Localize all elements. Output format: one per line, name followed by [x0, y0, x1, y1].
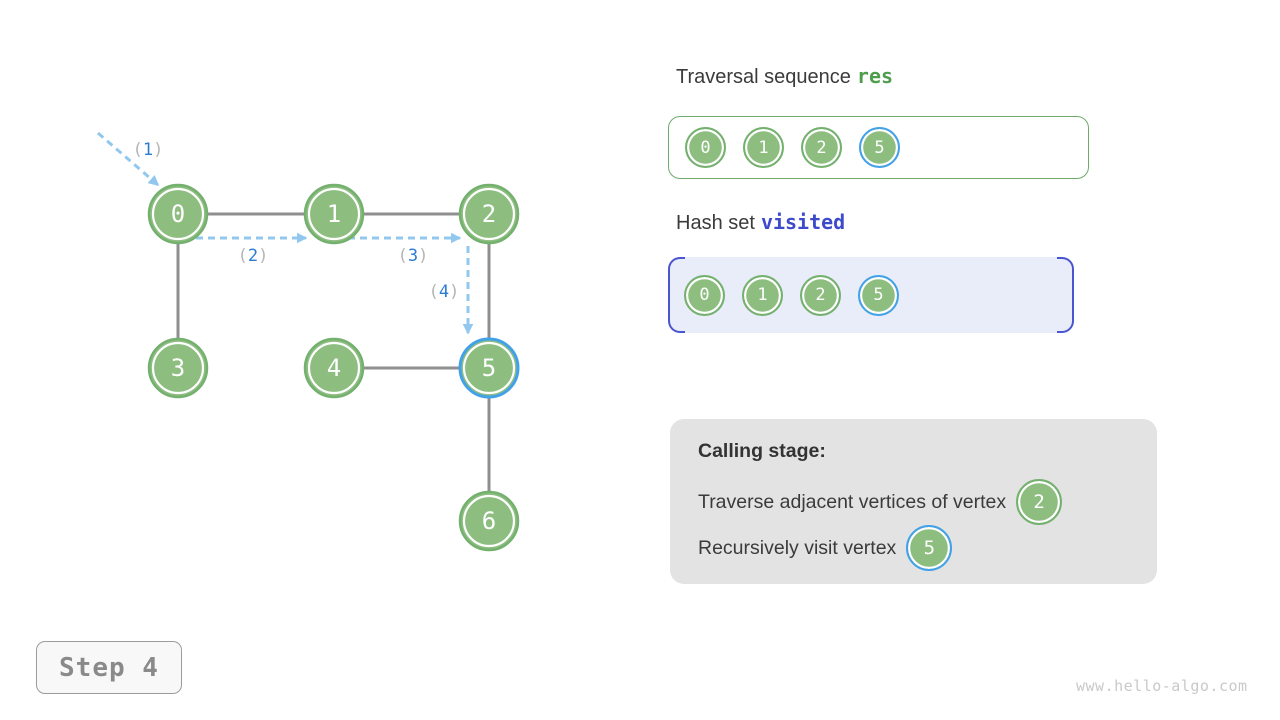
res-code-label: res [856, 64, 894, 88]
watermark: www.hello-algo.com [1076, 677, 1248, 695]
calling-stage-box: Calling stage: Traverse adjacent vertice… [670, 419, 1157, 584]
calling-stage-line-1-node: 2 [1016, 479, 1063, 525]
node-chip-5: 5 [906, 525, 953, 571]
set-bracket-left [668, 257, 685, 333]
node-chip-2: 2 [801, 127, 842, 168]
node-chip-2: 2 [1016, 479, 1063, 525]
graph-vertex-1: 1 [303, 183, 365, 245]
calling-stage-title: Calling stage: [698, 440, 826, 462]
node-chip-1: 1 [743, 127, 784, 168]
svg-text:0: 0 [171, 200, 185, 228]
node-chip-2: 2 [800, 274, 841, 316]
graph-vertex-5: 5 [458, 337, 520, 399]
svg-text:5: 5 [482, 354, 496, 382]
calling-stage-line-1-text: Traverse adjacent vertices of vertex [698, 490, 1007, 513]
set-bracket-right [1057, 257, 1074, 333]
graph-vertex-6: 6 [458, 490, 520, 552]
traversal-order-label-2: (2) [238, 246, 269, 266]
calling-stage-line-2-node: 5 [906, 525, 953, 571]
node-chip-0: 0 [685, 127, 726, 168]
graph-vertex-2: 2 [458, 183, 520, 245]
graph-vertex-3: 3 [147, 337, 209, 399]
svg-text:1: 1 [327, 200, 341, 228]
graph-vertex-4: 4 [303, 337, 365, 399]
node-chip-5: 5 [858, 274, 899, 316]
graph-vertex-0: 0 [147, 183, 209, 245]
calling-stage-line-2: Recursively visit vertex 5 [698, 525, 1157, 571]
calling-stage-line-1: Traverse adjacent vertices of vertex 2 [698, 479, 1157, 525]
node-chip-5: 5 [859, 127, 900, 168]
svg-text:3: 3 [171, 354, 185, 382]
traversal-arrow-1 [97, 131, 160, 187]
node-chip-1: 1 [742, 274, 783, 316]
visited-code-label: visited [760, 210, 846, 234]
traversal-order-label-1: (1) [133, 140, 164, 160]
traversal-sequence-label: Traversal sequence [676, 66, 851, 88]
node-chip-0: 0 [684, 274, 725, 316]
svg-text:6: 6 [482, 507, 496, 535]
calling-stage-line-2-text: Recursively visit vertex [698, 536, 897, 559]
graph-canvas: (1) (2) (3)(4) 0 1 2 3 4 5 6 [97, 131, 520, 552]
svg-text:2: 2 [482, 200, 496, 228]
traversal-order-label-4: (4) [429, 282, 460, 302]
traversal-order-label-3: (3) [398, 246, 429, 266]
step-badge: Step 4 [36, 641, 182, 694]
svg-text:4: 4 [327, 354, 341, 382]
hash-set-label: Hash set [676, 212, 755, 234]
